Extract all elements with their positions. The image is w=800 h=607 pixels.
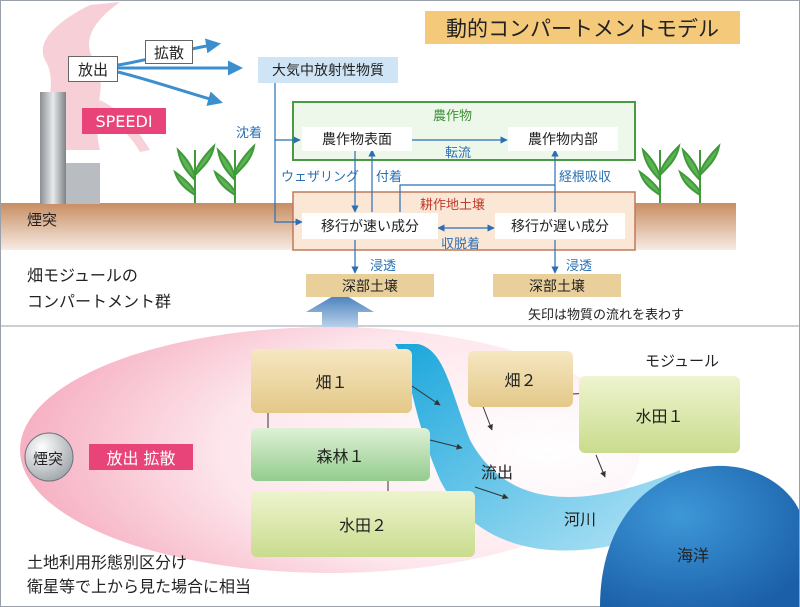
weathering-label: ウェザリング [281,170,360,185]
soil-title: 耕作地土壌 [420,198,486,213]
fast-component-box: 移行が速い成分 [302,213,438,239]
module-paddy2: 水田２ [251,491,475,557]
crop-plants [173,143,721,203]
module-label: モジュール [645,352,719,370]
landuse-line1: 土地利用形態別区分け [27,553,188,572]
ocean-label: 海洋 [677,546,710,565]
field-module-line2: コンパートメント群 [27,292,172,311]
module-field2: 畑２ [468,351,573,407]
crop-surface-box: 農作物表面 [302,127,412,151]
module-field1: 畑１ [251,349,412,413]
attachment-label: 付着 [376,170,403,185]
deposition-label: 沈着 [236,126,263,141]
runoff-label: 流出 [481,463,514,482]
chimney-label: 煙突 [27,211,58,229]
title-text: 動的コンパートメントモデル [446,16,719,41]
chimney-stack [40,92,66,204]
atmosphere-box: 大気中放射性物質 [258,57,398,83]
root-uptake-label: 経根吸収 [559,170,612,185]
ocean-area [600,465,799,607]
percolation-left-label: 浸透 [370,259,397,274]
river-label: 河川 [564,510,597,529]
crop-inner-box: 農作物内部 [508,127,618,151]
speedi-badge: SPEEDI [82,108,166,134]
crop-title: 農作物 [433,109,473,124]
release-label: 放出 [68,56,118,82]
translocation-label: 転流 [445,146,472,161]
landuse-line2: 衛星等で上から見た場合に相当 [27,577,252,596]
deep-soil-left: 深部土壌 [306,274,434,297]
chimney-circle [24,432,74,482]
module-paddy1: 水田１ [579,376,740,453]
percolation-right-label: 浸透 [566,259,593,274]
arrow-note: 矢印は物質の流れを表わす [528,308,685,323]
release-diffusion-badge: 放出 拡散 [89,444,193,470]
diagram-title: 動的コンパートメントモデル [425,11,740,44]
chimney-circle-label: 煙突 [33,450,64,468]
slow-component-box: 移行が遅い成分 [495,213,625,239]
field-module-line1: 畑モジュールの [27,266,138,285]
sorption-label: 収脱着 [441,237,481,252]
scale-up-arrow [306,292,374,333]
module-forest1: 森林１ [251,428,430,481]
deep-soil-right: 深部土壌 [493,274,621,297]
diffusion-label: 拡散 [145,40,193,64]
